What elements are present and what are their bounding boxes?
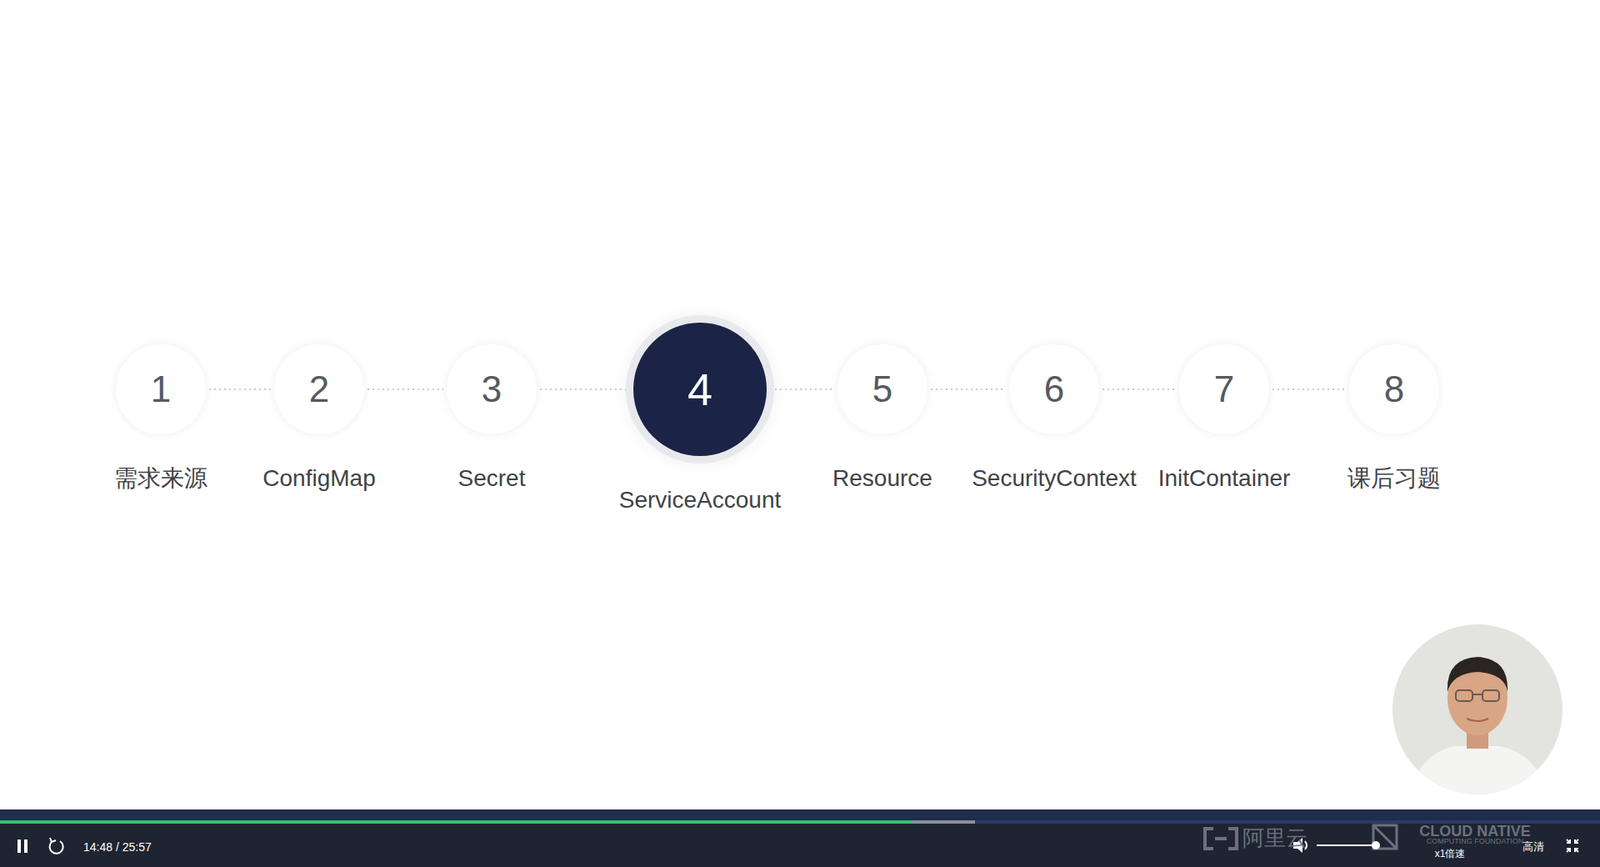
dotted-connector — [1272, 388, 1346, 390]
pause-icon — [17, 839, 28, 853]
step-circle: 8课后习题 — [1349, 344, 1440, 435]
step-title: InitContainer — [1158, 464, 1291, 493]
dotted-connector — [1102, 388, 1176, 390]
dotted-connector — [930, 388, 1006, 390]
step-title: 课后习题 — [1347, 464, 1441, 493]
step-number: 1 — [150, 370, 171, 408]
step-circle: 1需求来源 — [115, 344, 206, 435]
dotted-connector — [770, 388, 835, 390]
dotted-connector — [209, 388, 271, 390]
aliyun-logo — [1205, 828, 1237, 849]
step-circle: 2ConfigMap — [274, 344, 365, 435]
replay-icon — [50, 837, 64, 854]
step-number: 3 — [481, 370, 502, 408]
playback-speed: x1倍速 — [1435, 847, 1466, 860]
step-title: SecurityContext — [971, 464, 1137, 493]
player-bar — [0, 809, 1600, 867]
volume-slider — [1316, 840, 1380, 850]
step-number: 2 — [309, 370, 330, 408]
step-title: 需求来源 — [114, 464, 208, 493]
step-number: 5 — [872, 370, 893, 408]
step-title: Resource — [832, 464, 933, 493]
step-circle: 4ServiceAccount — [633, 322, 767, 456]
watermark: COMPUTING FOUNDATION — [1426, 836, 1524, 846]
step-number: 6 — [1044, 370, 1065, 408]
step-title: ConfigMap — [262, 464, 375, 493]
step-number: 7 — [1214, 370, 1235, 408]
step-circle: 7InitContainer — [1179, 344, 1270, 435]
step-number: 4 — [687, 366, 713, 412]
dotted-connector — [367, 388, 444, 390]
fullscreen-icon — [1566, 839, 1579, 852]
dotted-connector — [540, 388, 630, 390]
step-title: Secret — [458, 464, 526, 493]
step-circle: 6SecurityContext — [1009, 344, 1100, 435]
step-number: 8 — [1384, 370, 1405, 408]
video-quality: 高清 — [1522, 840, 1545, 854]
video-time: 14:48 / 25:57 — [83, 840, 152, 855]
presenter-webcam — [1383, 616, 1575, 800]
watermark: 阿里云 — [1242, 825, 1308, 851]
step-circle: 3Secret — [446, 344, 537, 435]
step-circle: 5Resource — [837, 344, 928, 435]
step-title: ServiceAccount — [619, 485, 782, 515]
